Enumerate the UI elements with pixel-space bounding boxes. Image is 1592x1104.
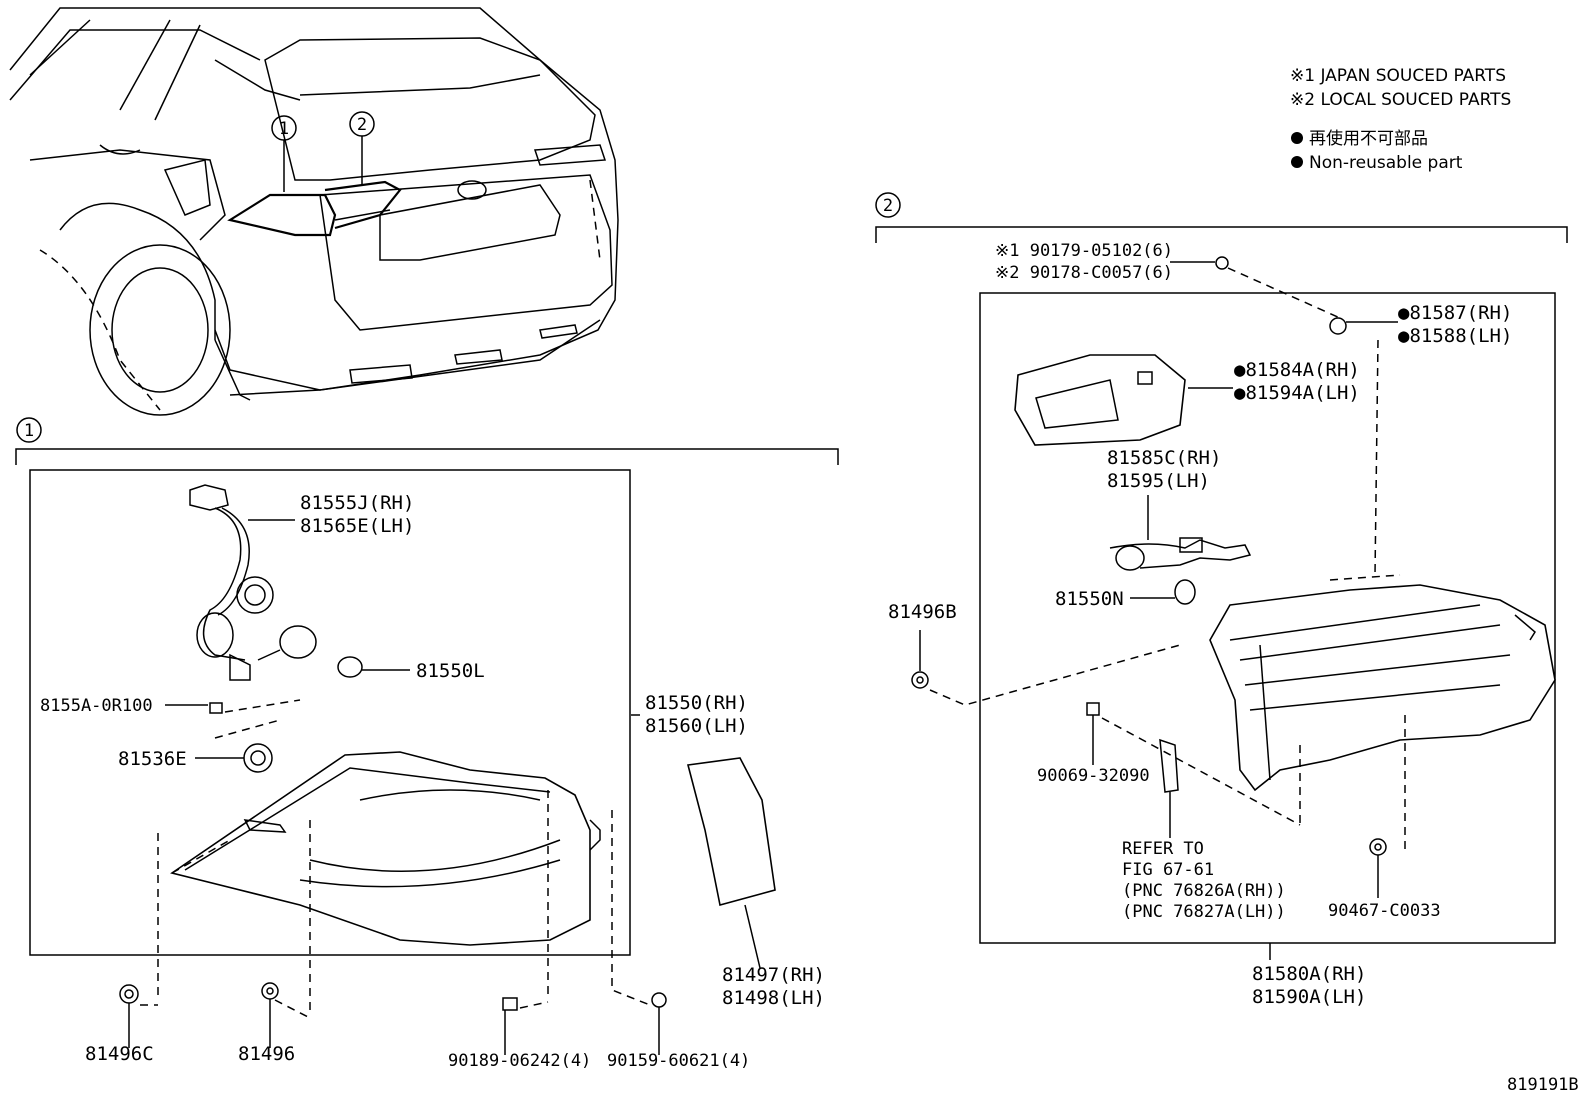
cover-81584a-part: [1014, 354, 1233, 446]
label-81496c[interactable]: 81496C: [85, 1043, 154, 1065]
callout-one-label: 1: [279, 119, 289, 139]
label-81580a-rh[interactable]: 81580A(RH): [1252, 963, 1366, 985]
bulb-81550n-part: [1130, 579, 1196, 605]
screw-90069-part: [1086, 702, 1301, 838]
label-81498-lh[interactable]: 81498(LH): [722, 987, 825, 1009]
figure-id: 819191B: [1507, 1075, 1579, 1095]
screw-8155a-part: [165, 699, 301, 714]
fasteners-group-one: [119, 790, 667, 1055]
group-one-frame: [15, 417, 839, 956]
label-90178-c0057[interactable]: ※2 90178-C0057(6): [995, 263, 1173, 283]
vehicle-illustration: [9, 7, 619, 416]
label-90159-60621[interactable]: 90159-60621(4): [607, 1051, 750, 1071]
bullet-icon: [1291, 156, 1303, 168]
label-81584a-rh[interactable]: ●81584A(RH): [1234, 359, 1360, 381]
socket-wire-81585c-part: [1109, 495, 1252, 571]
label-81594a-lh[interactable]: ●81594A(LH): [1234, 382, 1360, 404]
label-90069-32090[interactable]: 90069-32090: [1037, 766, 1150, 786]
label-90179-05102[interactable]: ※1 90179-05102(6): [995, 241, 1173, 261]
label-81565e[interactable]: 81565E(LH): [300, 515, 414, 537]
note-japan-sourced: ※1 JAPAN SOUCED PARTS: [1290, 66, 1506, 86]
label-8155a-0r100[interactable]: 8155A-0R100: [40, 696, 153, 716]
gasket-81587-part: [1329, 317, 1398, 576]
nut-81496b-part: [911, 630, 1181, 706]
screw-90179-part: [1170, 256, 1341, 319]
socket-81536e-part: [195, 719, 281, 773]
label-81496b[interactable]: 81496B: [888, 601, 957, 623]
lamp-housing-81580a: [1209, 574, 1556, 855]
label-refer-pnc-lh[interactable]: (PNC 76827A(LH)): [1122, 902, 1286, 922]
label-81550l[interactable]: 81550L: [416, 660, 485, 682]
socket-wire-part: [189, 484, 317, 681]
label-90467-c0033[interactable]: 90467-C0033: [1328, 901, 1441, 921]
group-one-marker: 1: [24, 421, 34, 441]
label-81550-rh[interactable]: 81550(RH): [645, 692, 748, 714]
label-81587-rh[interactable]: ●81587(RH): [1398, 302, 1512, 324]
label-81536e[interactable]: 81536E: [118, 748, 187, 770]
label-81555j[interactable]: 81555J(RH): [300, 492, 414, 514]
label-81590a-lh[interactable]: 81590A(LH): [1252, 986, 1366, 1008]
note-non-reusable-en: Non-reusable part: [1309, 153, 1463, 173]
label-81497-rh[interactable]: 81497(RH): [722, 964, 825, 986]
label-81560-lh[interactable]: 81560(LH): [645, 715, 748, 737]
bulb-81550l-part: [337, 656, 410, 678]
label-refer-fig[interactable]: FIG 67-61: [1122, 860, 1214, 880]
note-non-reusable-jp: 再使用不可部品: [1309, 128, 1428, 149]
callout-two-label: 2: [357, 115, 367, 135]
group-two-marker: 2: [883, 196, 893, 216]
note-local-sourced: ※2 LOCAL SOUCED PARTS: [1290, 90, 1511, 110]
label-81550n[interactable]: 81550N: [1055, 588, 1124, 610]
lens-81497-part: [686, 757, 776, 969]
clip-90467-part: [1369, 838, 1387, 898]
label-refer-pnc-rh[interactable]: (PNC 76826A(RH)): [1122, 881, 1286, 901]
lamp-housing-81550: [170, 751, 601, 946]
label-refer-to: REFER TO: [1122, 839, 1204, 859]
label-81595-lh[interactable]: 81595(LH): [1107, 470, 1210, 492]
group-two-frame: [875, 192, 1568, 944]
label-81588-lh[interactable]: ●81588(LH): [1398, 325, 1512, 347]
label-90189-06242[interactable]: 90189-06242(4): [448, 1051, 591, 1071]
label-81585c-rh[interactable]: 81585C(RH): [1107, 447, 1221, 469]
bullet-icon: [1291, 132, 1303, 144]
label-81496[interactable]: 81496: [238, 1043, 295, 1065]
